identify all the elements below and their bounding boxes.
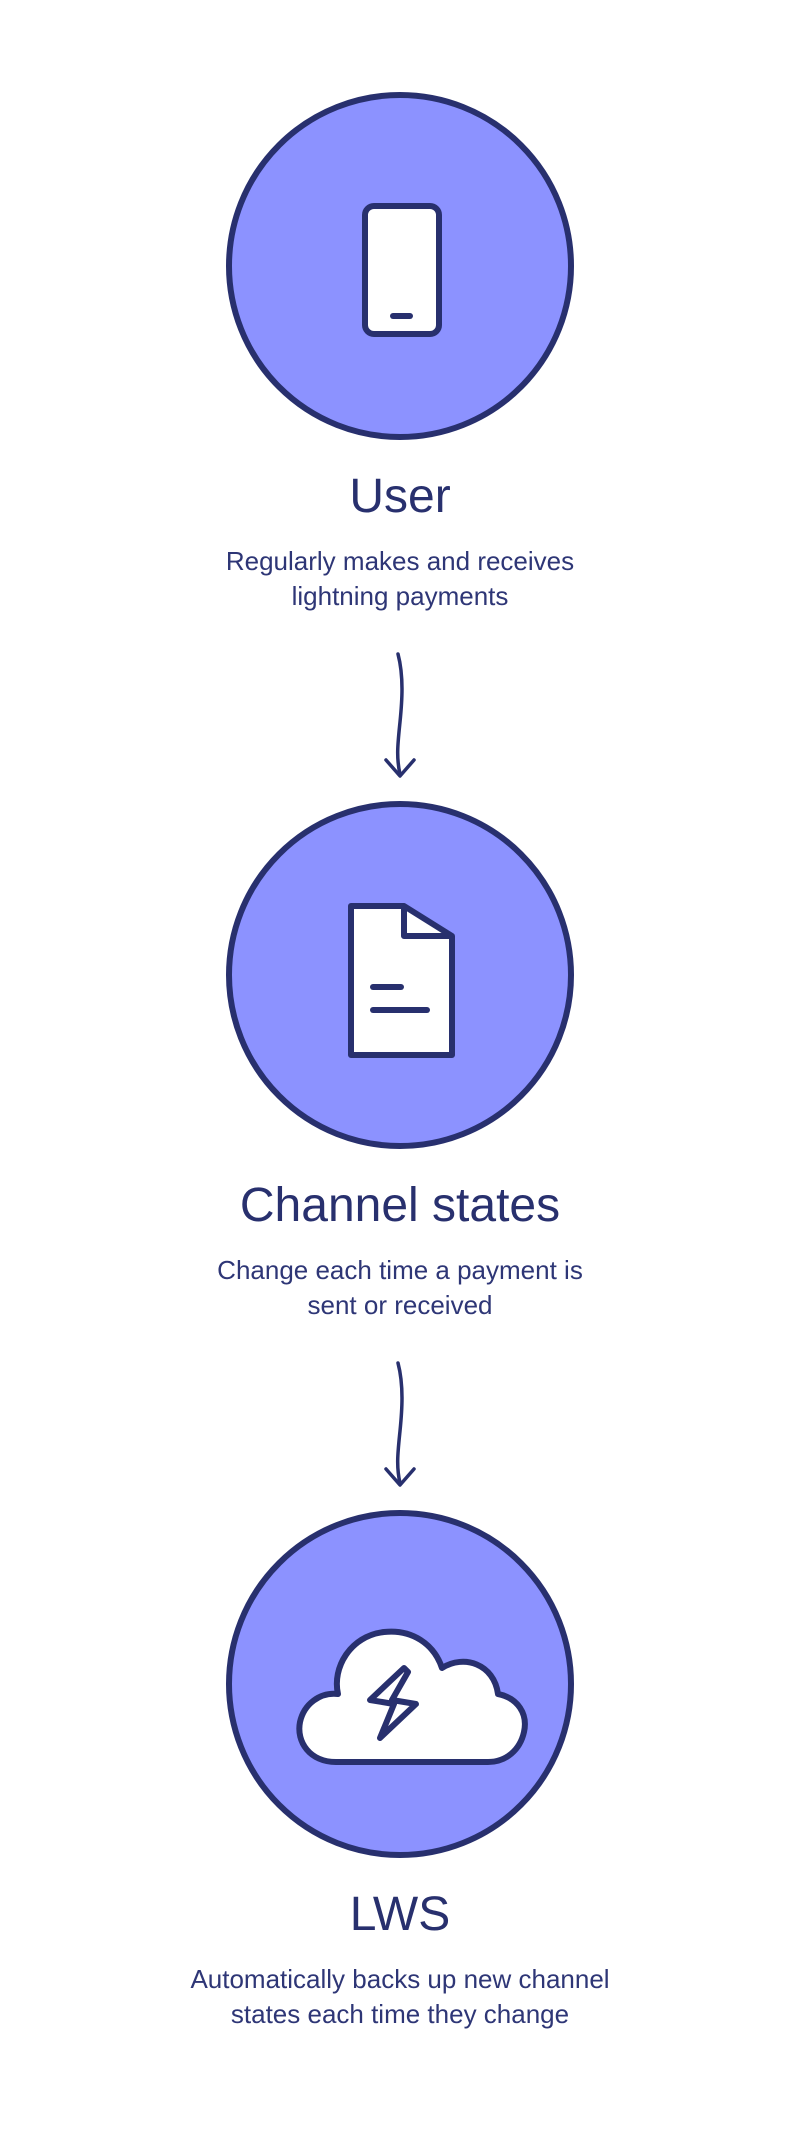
flow-arrow-1 xyxy=(384,652,416,778)
channel-states-description-line-1: Change each time a payment is xyxy=(217,1255,583,1285)
channel-states-description-line-2: sent or received xyxy=(307,1290,493,1320)
lws-description: Automatically backs up new channel state… xyxy=(150,1962,650,2032)
lws-description-line-2: states each time they change xyxy=(230,1999,570,2029)
channel-states-title: Channel states xyxy=(239,1179,561,1232)
flow-arrow-2 xyxy=(384,1361,416,1487)
channel-states-description: Change each time a payment is sent or re… xyxy=(150,1253,650,1323)
user-node-circle xyxy=(226,92,574,440)
user-title: User xyxy=(349,470,451,523)
channel-states-node-circle xyxy=(226,801,574,1149)
cloud-lightning-icon xyxy=(296,1628,528,1765)
user-description-line-2: lightning payments xyxy=(291,581,509,611)
phone-icon xyxy=(362,203,442,337)
document-icon xyxy=(348,903,455,1058)
lws-description-line-1: Automatically backs up new channel xyxy=(190,1964,610,1994)
user-description: Regularly makes and receives lightning p… xyxy=(150,544,650,614)
user-description-line-1: Regularly makes and receives xyxy=(225,546,575,576)
lws-node-circle xyxy=(226,1510,574,1858)
lws-title: LWS xyxy=(349,1888,451,1941)
